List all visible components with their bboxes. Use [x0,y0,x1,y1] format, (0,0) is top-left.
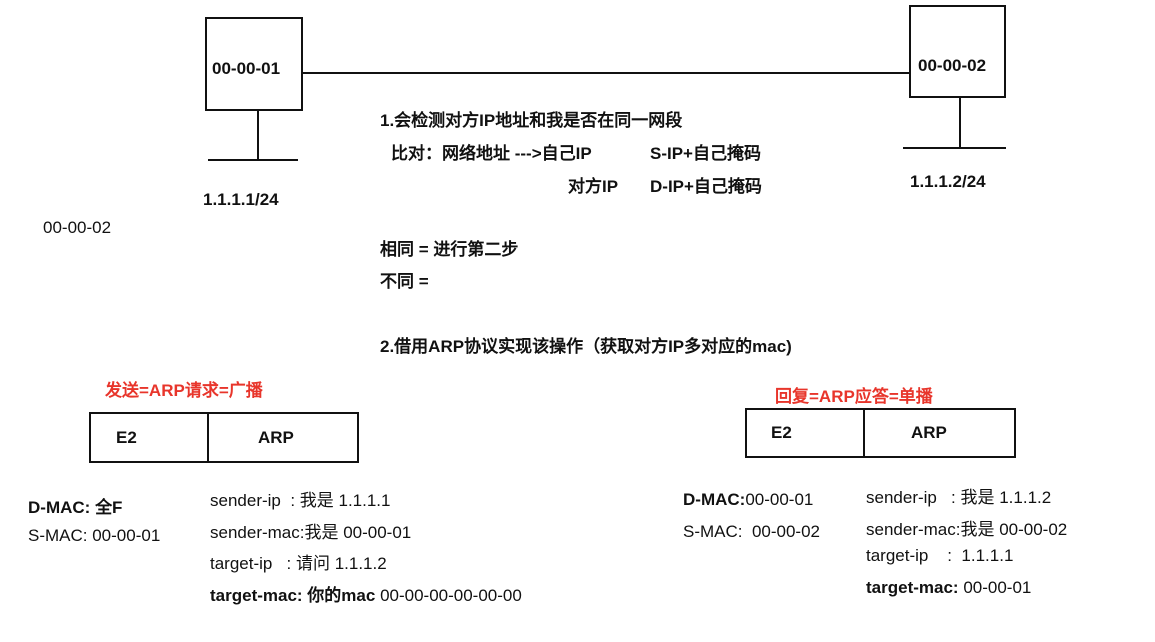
reply-d-mac: D-MAC:00-00-01 [683,490,813,510]
request-frame: E2 ARP [89,412,359,463]
host-right-box [909,5,1006,98]
frame-arp: ARP [258,427,294,447]
host-left-base [208,159,298,161]
target-mac-label: target-mac: [866,578,959,597]
host-left-mac: 00-00-01 [212,59,281,78]
compare-label: 比对：网络地址 --->自己IP [391,144,592,163]
host-left-stem [257,110,259,161]
host-left-ip: 1.1.1.1/24 [203,190,279,209]
different-text: 不同 = [380,272,429,291]
step1-text: 1.会检测对方IP地址和我是否在同一网段 [380,111,683,130]
request-target-ip: target-ip : 请问 1.1.1.2 [210,554,387,573]
reply-sender-ip: sender-ip : 我是 1.1.1.2 [866,488,1052,507]
reply-frame: E2 ARP [745,408,1016,458]
frame-arp: ARP [911,423,947,442]
side-note: 00-00-02 [43,218,112,237]
target-mac-value: 00-00-01 [963,578,1032,597]
d-mac-label: D-MAC: [28,498,91,517]
host-right-mac: 00-00-02 [918,56,987,75]
reply-title: 回复=ARP应答=单播 [775,387,933,406]
target-mac-value: 00-00-00-00-00-00 [380,586,522,605]
link-line [302,72,910,74]
d-mac-value: 全F [95,498,123,517]
host-right-ip: 1.1.1.2/24 [910,172,986,191]
host-right-stem [959,97,961,149]
frame-e2: E2 [116,427,137,447]
request-sender-ip: sender-ip : 我是 1.1.1.1 [210,491,391,510]
frame-e2: E2 [771,423,792,442]
reply-sender-mac: sender-mac:我是 00-00-02 [866,520,1068,539]
request-title: 发送=ARP请求=广播 [105,381,263,400]
same-text: 相同 = 进行第二步 [380,240,519,259]
frame-divider [207,414,209,461]
reply-target-ip: target-ip : 1.1.1.1 [866,546,1014,565]
reply-s-mac: S-MAC: 00-00-02 [683,522,820,541]
request-d-mac: D-MAC: 全F [28,493,122,518]
host-right-base [903,147,1006,149]
request-sender-mac: sender-mac:我是 00-00-01 [210,523,412,542]
request-s-mac: S-MAC: 00-00-01 [28,526,161,545]
d-mac-label: D-MAC: [683,490,746,509]
compare-peer: D-IP+自己掩码 [650,177,762,196]
compare-self: S-IP+自己掩码 [650,144,761,163]
step2-text: 2.借用ARP协议实现该操作（获取对方IP多对应的mac) [380,337,792,356]
target-mac-label: target-mac: 你的mac [210,586,376,605]
frame-divider [863,410,865,456]
host-left-box [205,17,303,111]
reply-target-mac: target-mac: 00-00-01 [866,578,1031,598]
d-mac-value: 00-00-01 [745,490,814,509]
peer-ip-label: 对方IP [568,177,619,196]
request-target-mac: target-mac: 你的mac 00-00-00-00-00-00 [210,581,522,606]
